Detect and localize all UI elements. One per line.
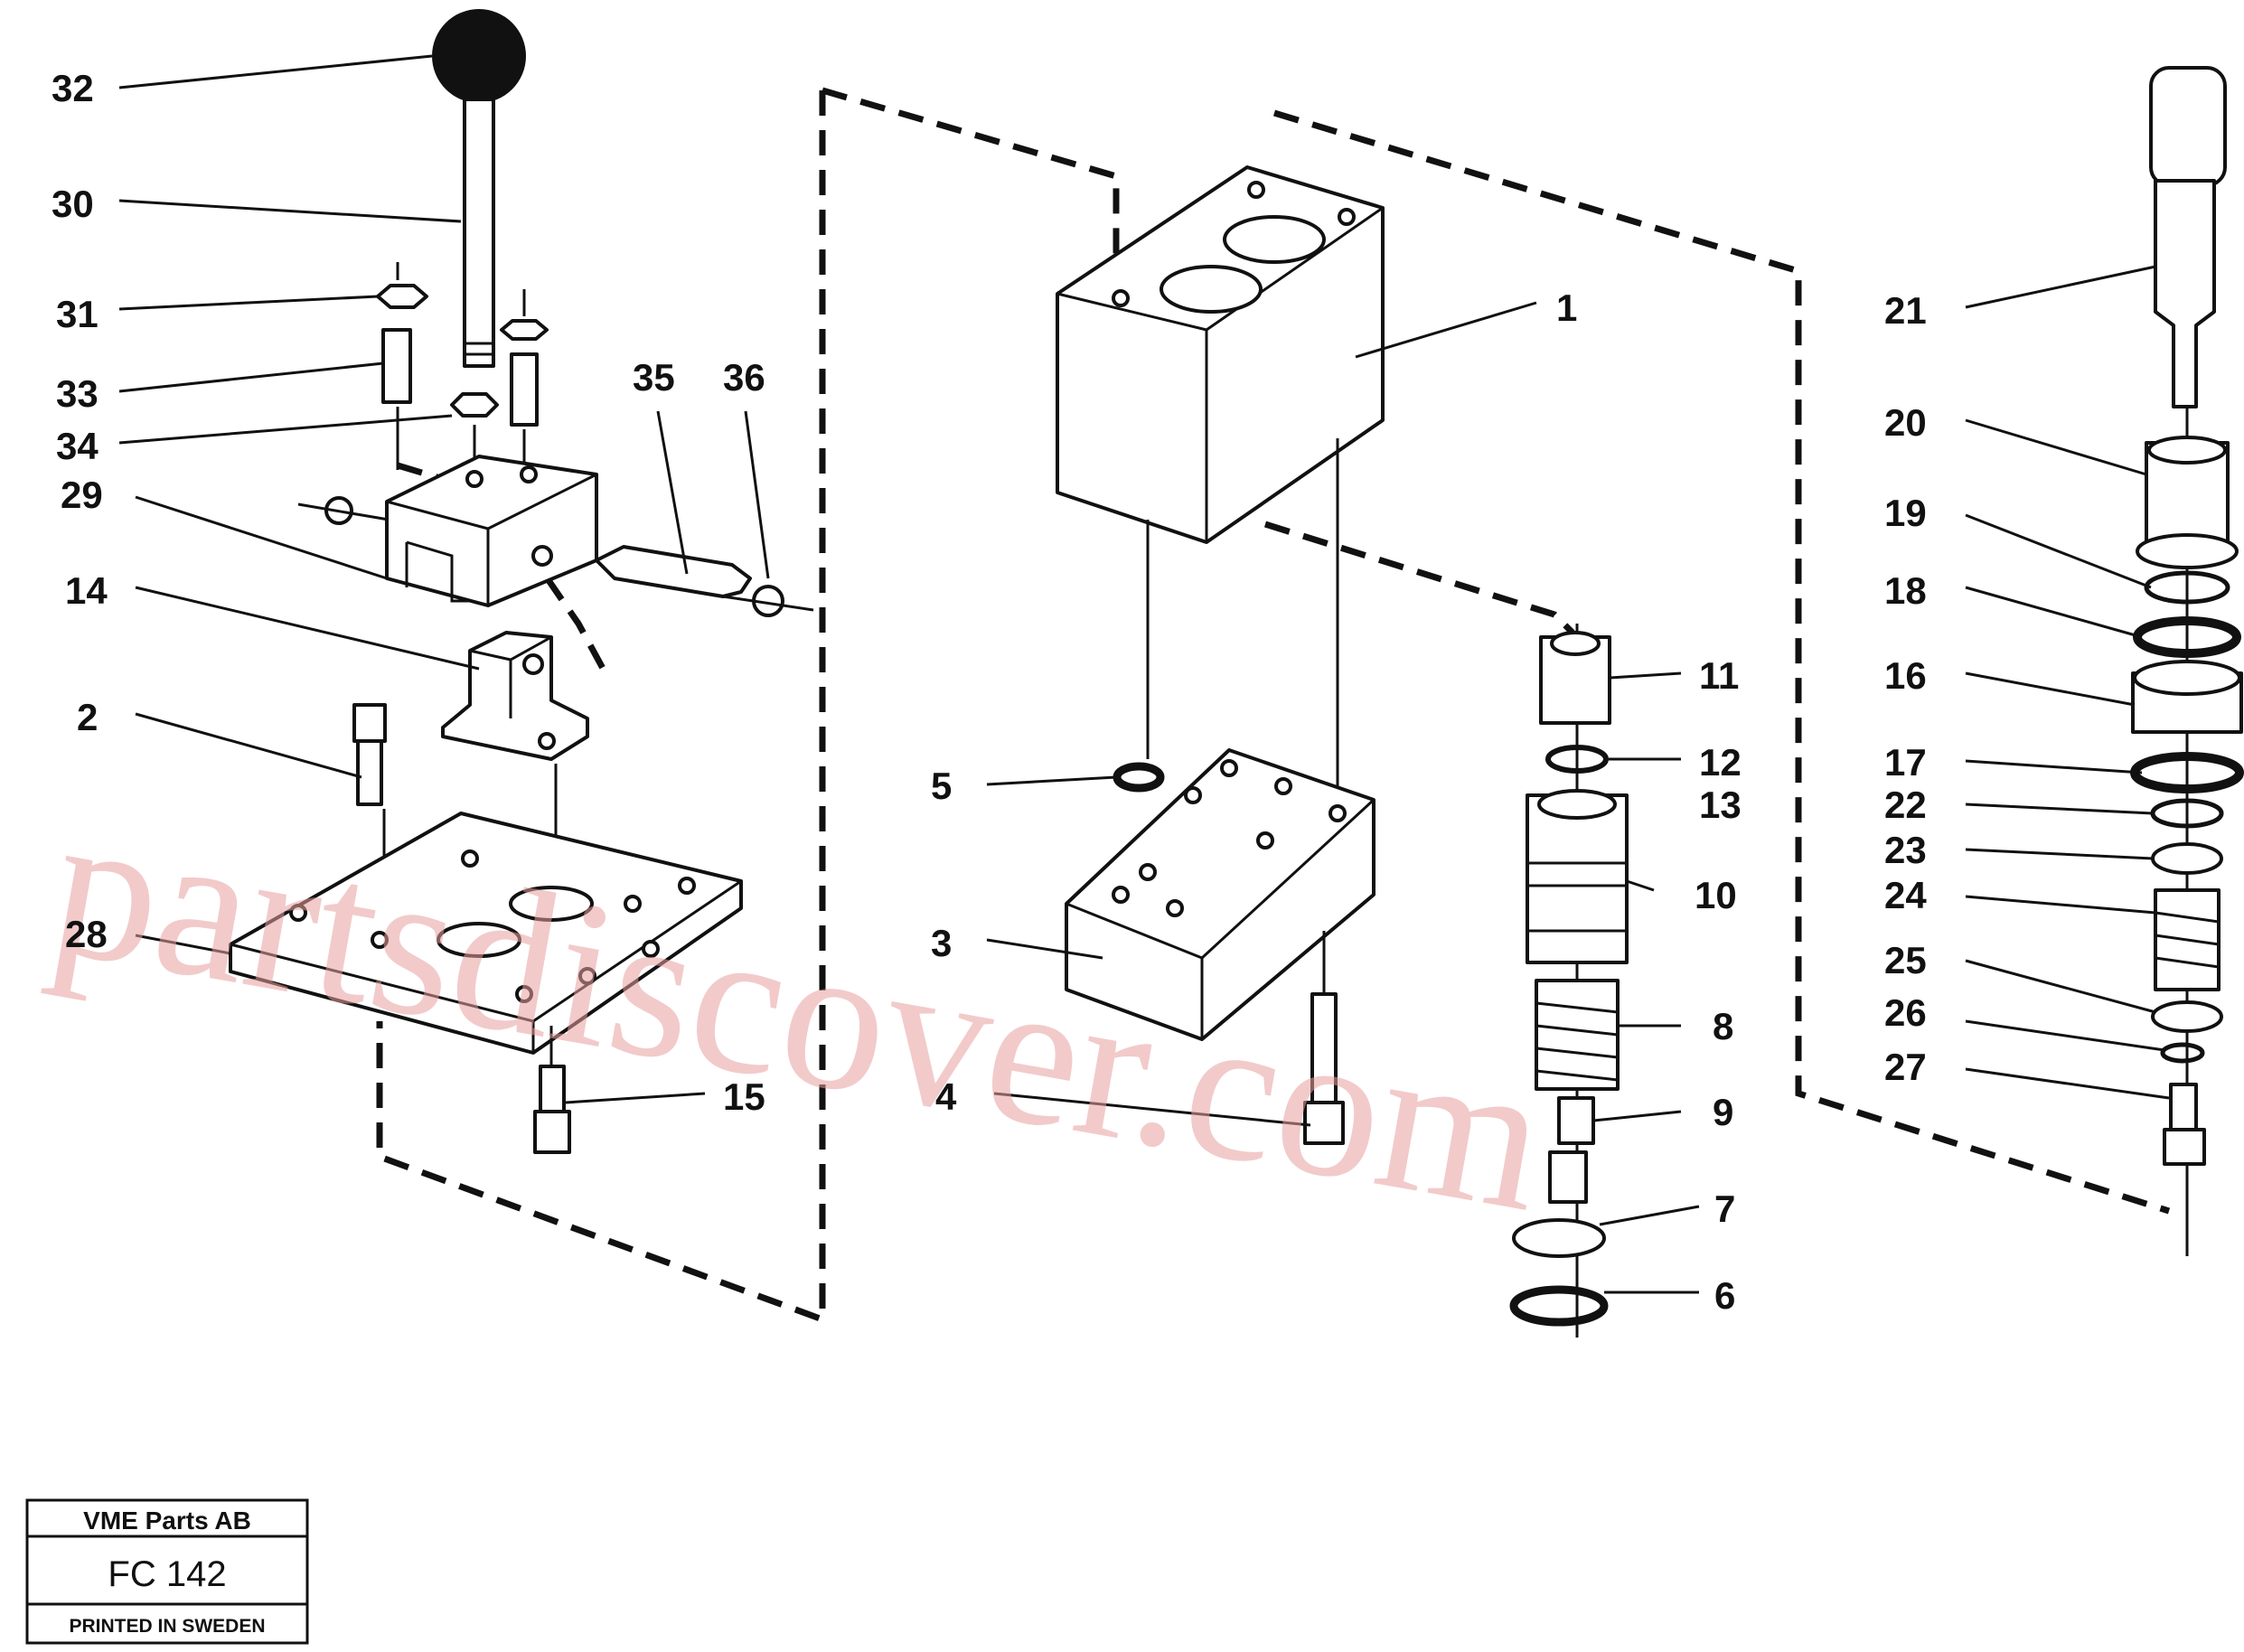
- callout-34: 34: [56, 425, 99, 467]
- leader-lines: [118, 54, 2170, 1294]
- callout-30: 30: [52, 183, 94, 225]
- callout-31: 31: [56, 293, 99, 335]
- screw-27: [2163, 1128, 2206, 1166]
- figure-code: FC 142: [108, 1554, 226, 1594]
- knob-part-32: [432, 9, 526, 103]
- callout-12: 12: [1699, 741, 1742, 784]
- callout-14: 14: [65, 569, 108, 612]
- title-block: VME Parts AB FC 142 PRINTED IN SWEDEN: [25, 1498, 309, 1645]
- callout-19: 19: [1884, 492, 1927, 534]
- callout-36: 36: [723, 356, 765, 399]
- callout-11: 11: [1699, 654, 1739, 697]
- callout-6: 6: [1714, 1274, 1735, 1317]
- cover-block-3: [1065, 748, 1376, 1041]
- support-bracket-14: [441, 631, 589, 761]
- ring-19: [2144, 570, 2230, 605]
- callout-26: 26: [1884, 991, 1927, 1034]
- valve-body-1: [1056, 165, 1385, 544]
- valve-body-assembly: [1056, 165, 1385, 1145]
- plunger-9: [1557, 1096, 1595, 1145]
- callout-13: 13: [1699, 784, 1742, 826]
- callout-18: 18: [1884, 569, 1927, 612]
- screw-4: [1303, 1101, 1345, 1145]
- sleeve-10: [1526, 793, 1629, 964]
- cap-7: [1512, 1218, 1606, 1258]
- push-rod-21: [2149, 66, 2227, 187]
- spring-8: [1535, 979, 1620, 1091]
- callout-22: 22: [1884, 784, 1927, 826]
- screw-2: [352, 703, 387, 743]
- callout-28: 28: [65, 913, 108, 955]
- callout-3: 3: [931, 922, 952, 964]
- callout-15: 15: [723, 1075, 765, 1118]
- spool-stack: [1509, 624, 1629, 1338]
- callout-27: 27: [1884, 1046, 1927, 1088]
- nut-34: [450, 392, 499, 418]
- ring-26: [2160, 1042, 2205, 1064]
- set-screw-33: [381, 328, 412, 404]
- callout-24: 24: [1884, 874, 1927, 916]
- callout-25: 25: [1884, 939, 1927, 981]
- callout-8: 8: [1713, 1005, 1733, 1047]
- pin-35: [595, 545, 752, 598]
- callout-21: 21: [1884, 289, 1927, 332]
- callout-labels: 32 30 31 33 34 29 14 2 28 15 35 36 1 5 3…: [52, 67, 1927, 1317]
- printed-note: PRINTED IN SWEDEN: [69, 1616, 265, 1637]
- lever-bracket-29: [385, 455, 598, 607]
- callout-2: 2: [77, 696, 98, 738]
- company-name: VME Parts AB: [83, 1507, 251, 1535]
- callout-7: 7: [1714, 1187, 1735, 1230]
- callout-16: 16: [1884, 654, 1927, 697]
- callout-35: 35: [633, 356, 675, 399]
- washer-23: [2151, 842, 2223, 875]
- callout-9: 9: [1713, 1091, 1733, 1133]
- callout-10: 10: [1695, 874, 1737, 916]
- callout-20: 20: [1884, 401, 1927, 444]
- callout-5: 5: [931, 765, 952, 807]
- callout-4: 4: [935, 1075, 957, 1118]
- lever-assembly: [229, 9, 814, 1154]
- callout-33: 33: [56, 372, 99, 415]
- seal-5: [1113, 762, 1165, 793]
- callout-29: 29: [61, 474, 103, 516]
- callout-23: 23: [1884, 829, 1927, 871]
- callout-32: 32: [52, 67, 94, 109]
- ring-12: [1545, 745, 1609, 774]
- callout-1: 1: [1556, 286, 1577, 329]
- lever-rod-30: [463, 98, 495, 368]
- plunger-stack: [2130, 66, 2244, 1256]
- callout-17: 17: [1884, 741, 1927, 784]
- seal-6: [1509, 1285, 1609, 1327]
- washer-25: [2151, 1000, 2223, 1033]
- screw-15: [533, 1110, 571, 1154]
- nut-31: [376, 284, 428, 309]
